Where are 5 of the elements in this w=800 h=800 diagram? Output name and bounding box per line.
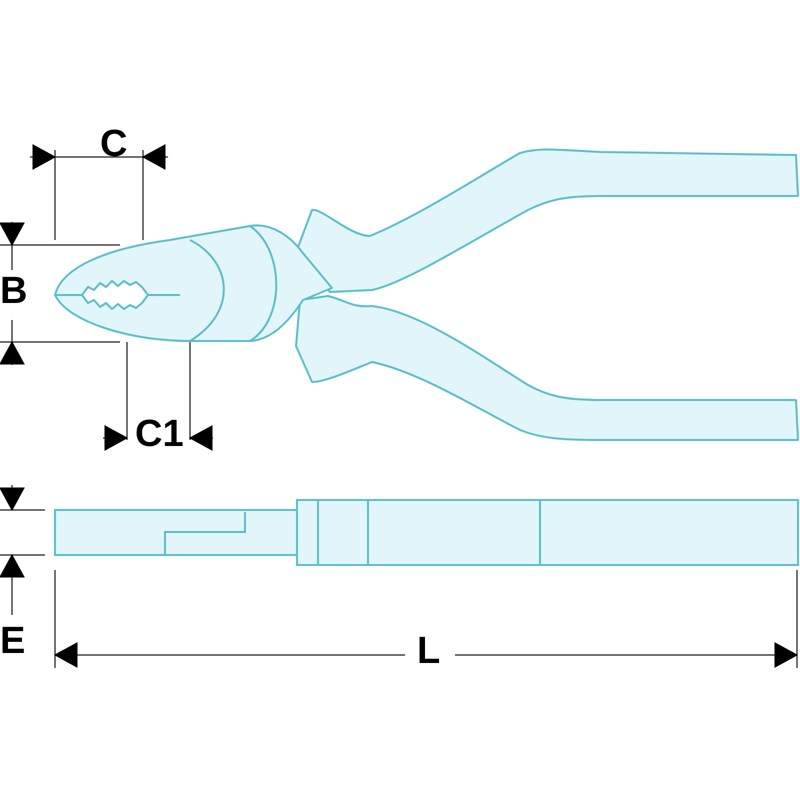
dimension-label: E [0,622,26,660]
dimension-label: C1 [135,415,184,453]
dimension-label: C [100,125,128,163]
dimension-label: B [0,272,28,310]
dimension-label: L [417,632,440,670]
